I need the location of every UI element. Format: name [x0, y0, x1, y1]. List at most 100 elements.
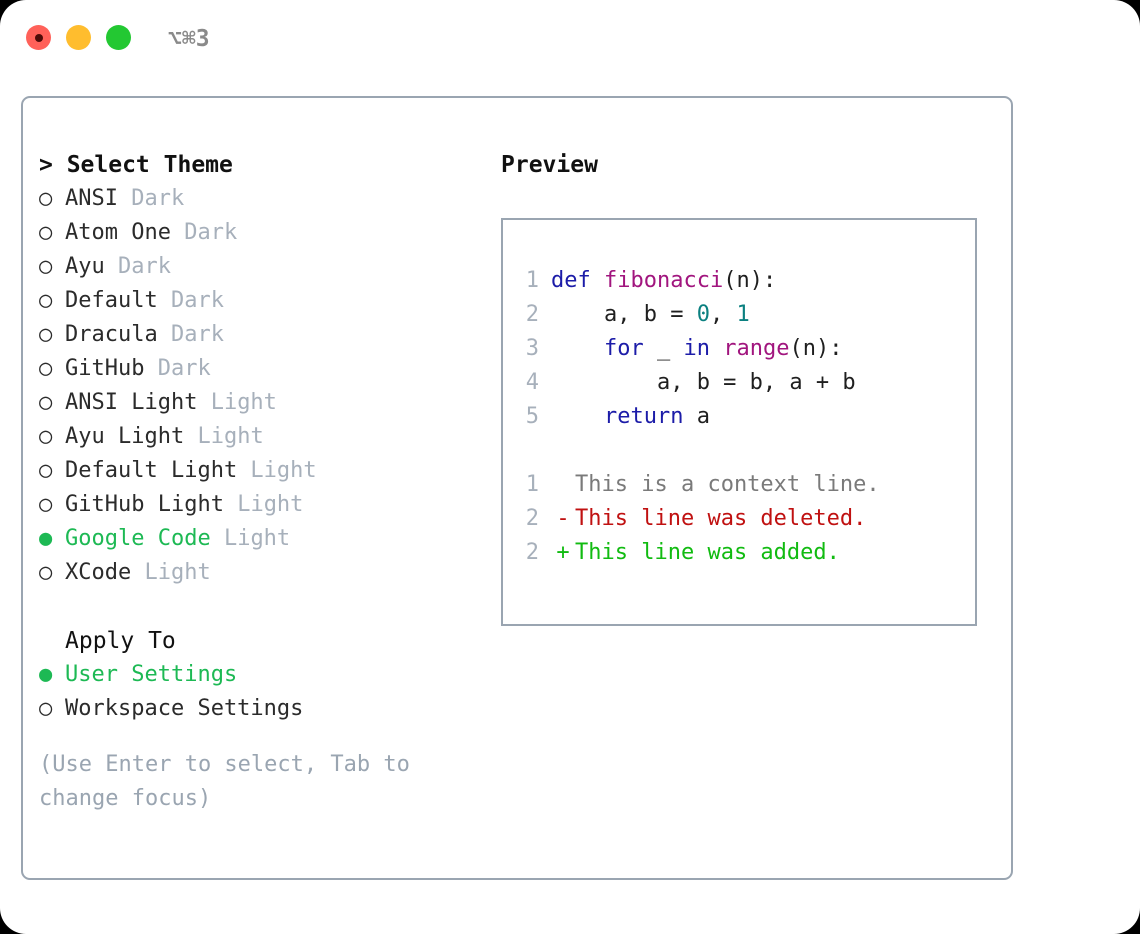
theme-option-default[interactable]: ○ Default Dark — [39, 284, 489, 318]
theme-option-label: ANSI — [65, 186, 118, 211]
code-token: range — [723, 336, 790, 361]
apply-to-option-list: ●User Settings○Workspace Settings — [39, 658, 489, 726]
theme-option-variant-tag: Dark — [157, 288, 224, 313]
code-token: (n): — [723, 268, 777, 293]
radio-unselected-icon: ○ — [39, 254, 53, 279]
code-line-number: 4 — [525, 370, 539, 395]
theme-option-variant-tag: Light — [210, 526, 291, 551]
theme-option-github[interactable]: ○ GitHub Dark — [39, 352, 489, 386]
theme-option-atom-one[interactable]: ○ Atom One Dark — [39, 216, 489, 250]
code-token: , — [709, 302, 737, 327]
code-line-number: 3 — [525, 336, 539, 361]
theme-option-dracula[interactable]: ○Dracula Dark — [39, 318, 489, 352]
radio-selected-icon: ● — [39, 526, 53, 551]
diff-line: 1 This is a context line. — [503, 468, 975, 502]
theme-option-ayu[interactable]: ○ Ayu Dark — [39, 250, 489, 284]
code-token: (n): — [789, 336, 843, 361]
code-token: a — [683, 404, 710, 429]
theme-option-google-code[interactable]: ● Google Code Light — [39, 522, 489, 556]
diff-marker: - — [556, 506, 570, 531]
theme-option-variant-tag: Light — [197, 390, 277, 415]
preview-heading: Preview — [501, 152, 598, 178]
radio-unselected-icon: ○ — [39, 356, 53, 381]
diff-line-text: This is a context line. — [575, 472, 880, 497]
radio-unselected-icon: ○ — [39, 492, 53, 517]
apply-to-option-label: Workspace Settings — [65, 696, 304, 721]
code-token — [710, 336, 723, 361]
theme-option-variant-tag: Light — [237, 458, 317, 483]
code-line: 1 def fibonacci(n): — [503, 264, 975, 298]
code-token: def — [551, 268, 591, 293]
code-token: fibonacci — [604, 268, 724, 293]
apply-to-option-workspace-settings[interactable]: ○Workspace Settings — [39, 692, 489, 726]
theme-option-github-light[interactable]: ○ GitHub Light Light — [39, 488, 489, 522]
theme-option-label: GitHub Light — [65, 492, 224, 517]
theme-option-label: ANSI Light — [65, 390, 198, 415]
title-bar: ⌥⌘3 — [0, 0, 1140, 78]
code-token: a, b = — [551, 302, 697, 327]
radio-unselected-icon: ○ — [39, 424, 53, 449]
radio-unselected-icon: ○ — [39, 390, 53, 415]
diff-marker: + — [556, 540, 570, 565]
code-line-number: 1 — [525, 268, 539, 293]
radio-selected-icon: ● — [39, 662, 53, 687]
theme-option-variant-tag: Dark — [170, 220, 238, 245]
main-panel: > Select Theme ○ANSI Dark○Atom One Dark○… — [21, 96, 1013, 880]
theme-option-variant-tag: Dark — [144, 356, 211, 381]
theme-option-label: Ayu Light — [65, 424, 185, 449]
code-token: _ — [643, 336, 684, 361]
diff-line-number: 2 — [525, 506, 539, 531]
theme-option-label: Default Light — [65, 458, 238, 483]
code-token: return — [603, 404, 684, 429]
close-window-button[interactable] — [26, 25, 51, 50]
code-line: 3 for _ in range(n): — [503, 332, 975, 366]
radio-unselected-icon: ○ — [39, 288, 53, 313]
theme-option-variant-tag: Light — [131, 560, 211, 585]
radio-unselected-icon: ○ — [39, 560, 53, 585]
theme-option-default-light[interactable]: ○ Default Light Light — [39, 454, 489, 488]
radio-unselected-icon: ○ — [39, 186, 53, 211]
keyboard-shortcut-label: ⌥⌘3 — [168, 26, 210, 52]
radio-unselected-icon: ○ — [39, 458, 53, 483]
diff-line-text: This line was added. — [575, 540, 840, 565]
code-token: 0 — [696, 302, 710, 327]
theme-option-list: ○ ANSI Dark ○ Atom One Dark ○ Ayu Dark ○ Defaul… — [39, 182, 489, 590]
theme-option-label: Default — [65, 288, 158, 313]
theme-option-label: Google Code — [65, 526, 211, 551]
theme-option-ansi-light[interactable]: ○ ANSI Light Light — [39, 386, 489, 420]
maximize-window-button[interactable] — [106, 25, 131, 50]
theme-option-ayu-light[interactable]: ○ Ayu Light Light — [39, 420, 489, 454]
diff-sample: 1 This is a context line.2-This line was… — [503, 468, 975, 570]
code-line: 2 a, b = 0, 1 — [503, 298, 975, 332]
code-token — [551, 336, 604, 361]
apply-to-heading: Apply To — [65, 628, 176, 654]
code-token: for — [603, 336, 644, 361]
theme-option-variant-tag: Dark — [104, 254, 171, 279]
code-token: in — [683, 336, 710, 361]
diff-line: 2+This line was added. — [503, 536, 975, 570]
radio-unselected-icon: ○ — [39, 322, 53, 347]
theme-option-variant-tag: Light — [184, 424, 264, 449]
apply-to-option-user-settings[interactable]: ●User Settings — [39, 658, 489, 692]
keyboard-hint-text: (Use Enter to select, Tab to change focu… — [39, 752, 424, 811]
radio-unselected-icon: ○ — [39, 220, 53, 245]
theme-option-xcode[interactable]: ○XCode Light — [39, 556, 489, 590]
theme-option-label: GitHub — [65, 356, 145, 381]
code-line-number: 2 — [525, 302, 539, 327]
minimize-window-button[interactable] — [66, 25, 91, 50]
theme-option-ansi[interactable]: ○ ANSI Dark — [39, 182, 489, 216]
window-controls — [26, 25, 131, 50]
diff-line: 2-This line was deleted. — [503, 502, 975, 536]
theme-option-variant-tag: Dark — [117, 186, 185, 211]
diff-line-text: This line was deleted. — [575, 506, 867, 531]
theme-option-label: Ayu — [65, 254, 105, 279]
code-token — [591, 268, 604, 293]
theme-option-variant-tag: Light — [223, 492, 304, 517]
code-line: 5 return a — [503, 400, 975, 434]
theme-option-label: Atom One — [65, 220, 171, 245]
theme-option-variant-tag: Dark — [157, 322, 224, 347]
